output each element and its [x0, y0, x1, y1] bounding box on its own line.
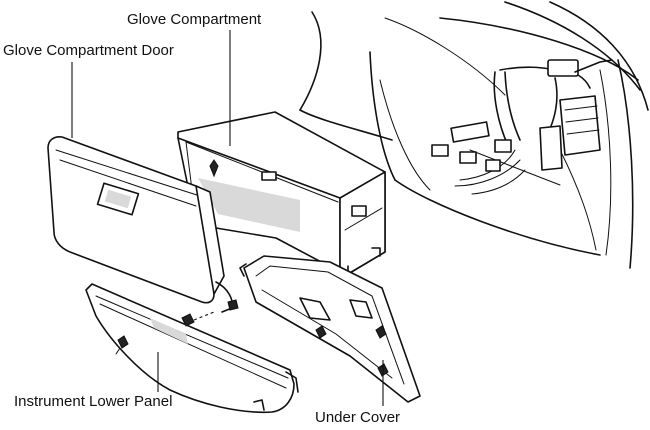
- label-glove-compartment: Glove Compartment: [127, 11, 262, 146]
- label-instrument-lower-panel-text: Instrument Lower Panel: [14, 393, 172, 410]
- label-glove-compartment-text: Glove Compartment: [127, 11, 262, 28]
- under-cover: [239, 255, 421, 403]
- dashboard-body: [299, 1, 649, 269]
- glove-compartment: [177, 111, 386, 277]
- label-glove-compartment-door-text: Glove Compartment Door: [3, 42, 174, 59]
- label-under-cover: Under Cover: [315, 360, 400, 426]
- label-glove-compartment-door: Glove Compartment Door: [3, 42, 174, 138]
- label-under-cover-text: Under Cover: [315, 409, 400, 426]
- glove-compartment-door: [47, 136, 239, 313]
- mounting-clip: [181, 311, 215, 327]
- label-instrument-lower-panel: Instrument Lower Panel: [14, 352, 172, 410]
- wiring-harness: [431, 59, 613, 195]
- instrument-lower-panel: [85, 283, 299, 414]
